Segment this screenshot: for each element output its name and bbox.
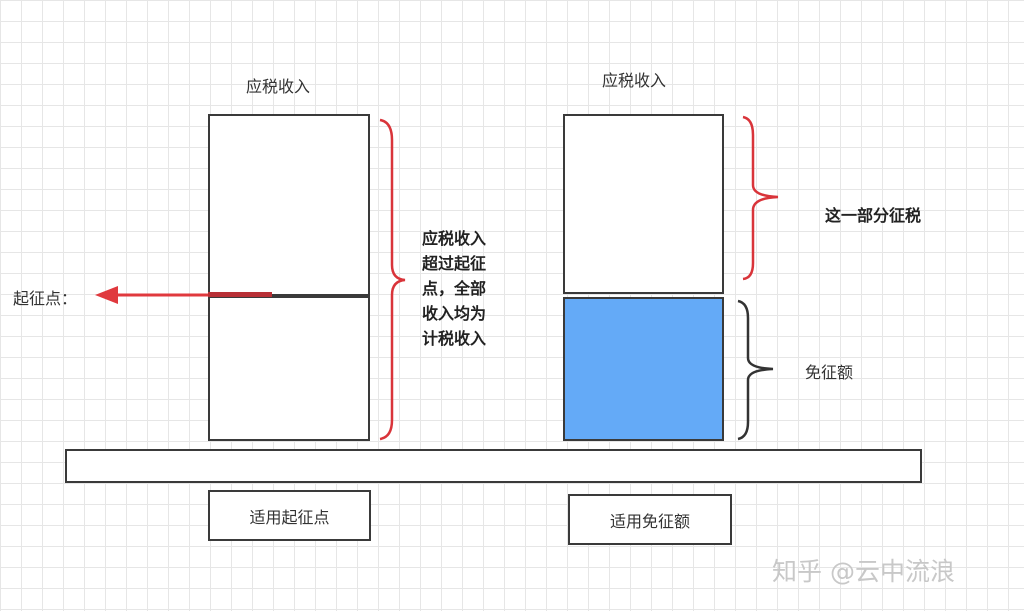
threshold-marker	[208, 292, 272, 297]
black-brace-right	[737, 299, 774, 441]
left-footer-box: 适用起征点	[208, 490, 371, 541]
left-column-title: 应税收入	[246, 77, 311, 96]
right-exemption-block	[563, 297, 724, 441]
explanation-line: 计税收入	[422, 329, 487, 348]
left-taxable-upper-block	[208, 114, 370, 296]
watermark: 知乎 @云中流浪	[772, 557, 955, 586]
left-explanation: 应税收入 超过起征 点，全部 收入均为 计税收入	[422, 226, 486, 351]
explanation-line: 超过起征	[422, 254, 487, 273]
exemption-label: 免征额	[805, 363, 854, 382]
right-taxed-block	[563, 114, 724, 294]
right-footer-label: 适用免征额	[609, 511, 690, 531]
threshold-label: 起征点：	[13, 289, 78, 308]
arrow-head-icon	[95, 286, 118, 304]
base-bar	[65, 449, 922, 483]
red-brace-left	[379, 118, 406, 441]
left-footer-label: 适用起征点	[249, 507, 330, 527]
right-column-title: 应税收入	[602, 71, 667, 90]
explanation-line: 收入均为	[422, 304, 487, 323]
left-taxable-lower-block	[208, 296, 370, 441]
red-brace-right	[742, 115, 779, 281]
explanation-line: 应税收入	[422, 229, 487, 248]
taxed-part-label: 这一部分征税	[825, 206, 922, 225]
right-footer-box: 适用免征额	[568, 494, 732, 545]
explanation-line: 点，全部	[422, 279, 487, 298]
